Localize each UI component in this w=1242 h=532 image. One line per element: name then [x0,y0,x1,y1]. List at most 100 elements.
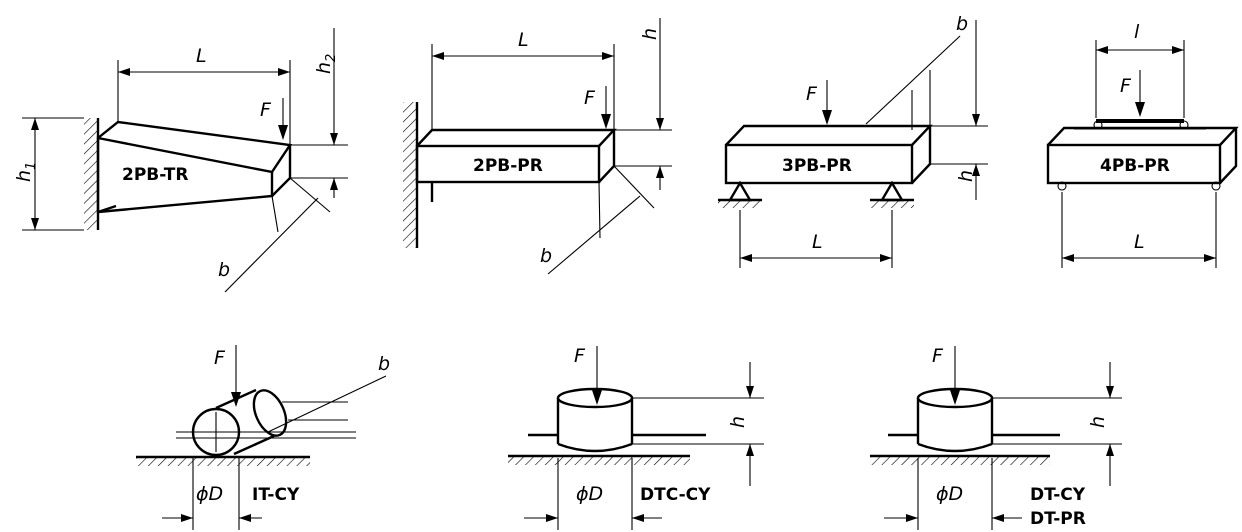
length-symbol: L [196,45,207,67]
dim-arrow [972,114,980,126]
label-2pb-tr: 2PB-TR [122,165,189,185]
force-symbol: F [574,345,586,367]
label-it-cy: IT-CY [252,485,300,505]
dim-arrow [656,166,664,178]
dim-arrow [656,118,664,130]
beam-front [1046,143,1222,185]
width-dimension-line [547,195,641,275]
dim-arrow [602,52,614,60]
width-symbol: b [378,353,390,375]
force-symbol: F [806,83,818,105]
beam-top [416,128,617,147]
dim-arrow [746,386,754,398]
cylinder-back-end [252,389,288,437]
h-symbol: h [727,416,749,428]
width-extension-front [598,181,601,239]
force-arrow-head [592,390,602,405]
tapered-beam-side [271,145,292,197]
cylinder-base [557,442,633,453]
h-symbol: h [955,170,977,182]
dim-arrow [906,514,918,522]
cylinder-base [917,442,993,453]
svg-text:h2: h2 [313,54,339,74]
dim-arrow [330,178,338,190]
dim-arrow [546,514,558,522]
force-arrow-head [601,114,611,129]
specimen-2pb-pr: 2PB-PR F L h b [403,18,672,275]
force-symbol: F [1120,75,1132,97]
width-symbol: b [218,259,230,281]
h-symbol: h [639,28,661,40]
label-dt-pr: DT-PR [1030,509,1086,529]
dim-arrow [1106,444,1114,456]
support-left [727,180,753,202]
fixed-wall-hatching [84,118,98,230]
dim-arrow [972,164,980,176]
label-2pb-pr: 2PB-PR [473,156,543,176]
force-arrow-head [950,390,960,405]
dim-arrow [278,68,290,76]
width-dimension-line [865,35,961,125]
width-dimension-line [267,375,387,433]
force-arrow-head [231,392,241,407]
support-right-hatching [870,201,914,208]
ground-hatching [508,457,690,465]
label-dt-cy: DT-CY [1030,485,1086,505]
length-symbol: L [518,29,529,51]
dim-arrow [181,514,193,522]
dim-arrow [1106,386,1114,398]
specimen-dtc-cy: F h ϕD DTC-CY [508,345,764,530]
cylinder-bottom-edge [233,434,275,456]
dim-arrow [740,254,752,262]
dim-arrow [31,218,39,230]
width-symbol: b [540,245,552,267]
ground-hatching [136,458,310,466]
svg-text:h: h [639,28,661,40]
span-symbol: L [812,231,823,253]
dim-arrow [746,444,754,456]
beam-front [415,144,601,184]
width-extension-back [289,177,331,213]
support-roller-right [1211,181,1221,191]
dim-arrow [880,254,892,262]
dim-arrow [432,52,444,60]
tapered-beam-top [97,120,293,173]
width-extension-back [613,165,655,209]
cylinder-front-end [191,407,241,457]
label-4pb-pr: 4PB-PR [1100,156,1170,176]
label-3pb-pr: 3PB-PR [782,156,852,176]
dim-arrow [1062,254,1074,262]
specimen-4pb-pr: 4PB-PR F l L [1046,21,1239,268]
specimen-2pb-tr: 2PB-TR F L h1 h2 b [13,28,348,293]
beam-top [1047,126,1239,146]
specimen-dt-cy: F h ϕD DT-CY DT-PR [870,345,1122,530]
force-symbol: F [584,87,596,109]
svg-text:h: h [727,416,749,428]
force-arrow-head [278,125,288,140]
dim-arrow [632,514,644,522]
width-symbol: b [956,13,968,35]
diameter-symbol: ϕD [936,483,963,505]
fixed-wall-hatching [403,102,417,248]
tapered-beam-bottom-back [97,204,117,214]
dim-arrow [992,514,1004,522]
width-extension-front [271,195,279,233]
label-dtc-cy: DTC-CY [640,485,711,505]
force-symbol: F [260,99,272,121]
dim-arrow [239,514,251,522]
diameter-symbol: ϕD [576,483,603,505]
force-arrow-head [1135,102,1145,117]
width-dimension-line [224,197,319,293]
dim-arrow [1204,254,1216,262]
force-arrow-head [822,110,832,125]
diameter-symbol: ϕD [196,483,223,505]
svg-text:h: h [1087,416,1109,428]
h1-symbol: h1 [13,162,39,182]
span-symbol: L [1134,231,1145,253]
ground-hatching [870,457,1050,465]
svg-text:h: h [955,170,977,182]
specimen-it-cy: F b ϕD IT-CY [136,345,390,530]
beam-front [724,143,914,185]
h2-symbol: h2 [313,54,339,74]
